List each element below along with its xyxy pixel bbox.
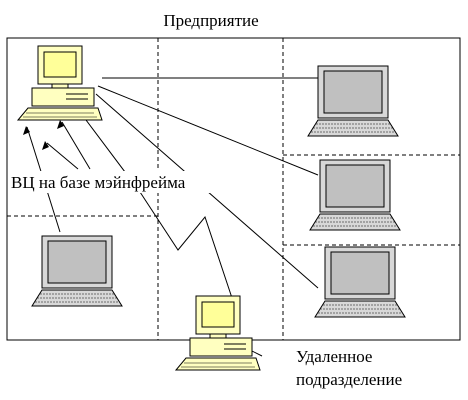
laptop-icon-top-right bbox=[307, 65, 399, 137]
remote-office-label-line1: Удаленное bbox=[296, 347, 372, 366]
mainframe-label-bg bbox=[8, 171, 230, 193]
mainframe-label: ВЦ на базе мэйнфрейма bbox=[11, 173, 186, 192]
mainframe-computer-icon bbox=[17, 45, 103, 121]
remote-office-computer-icon bbox=[175, 295, 261, 371]
laptop-icon-middle-right bbox=[309, 159, 401, 231]
laptop-icon-bottom-right bbox=[314, 246, 406, 318]
arrowheads bbox=[23, 120, 64, 150]
link-to-remote-office bbox=[79, 111, 233, 299]
remote-office-label-line2: подразделение bbox=[296, 370, 402, 389]
laptop-icon-bottom-left bbox=[31, 235, 123, 307]
link-mainframe-label bbox=[61, 121, 91, 170]
link-to-laptop-middle-right bbox=[97, 85, 319, 176]
enterprise-title: Предприятие bbox=[163, 11, 258, 30]
